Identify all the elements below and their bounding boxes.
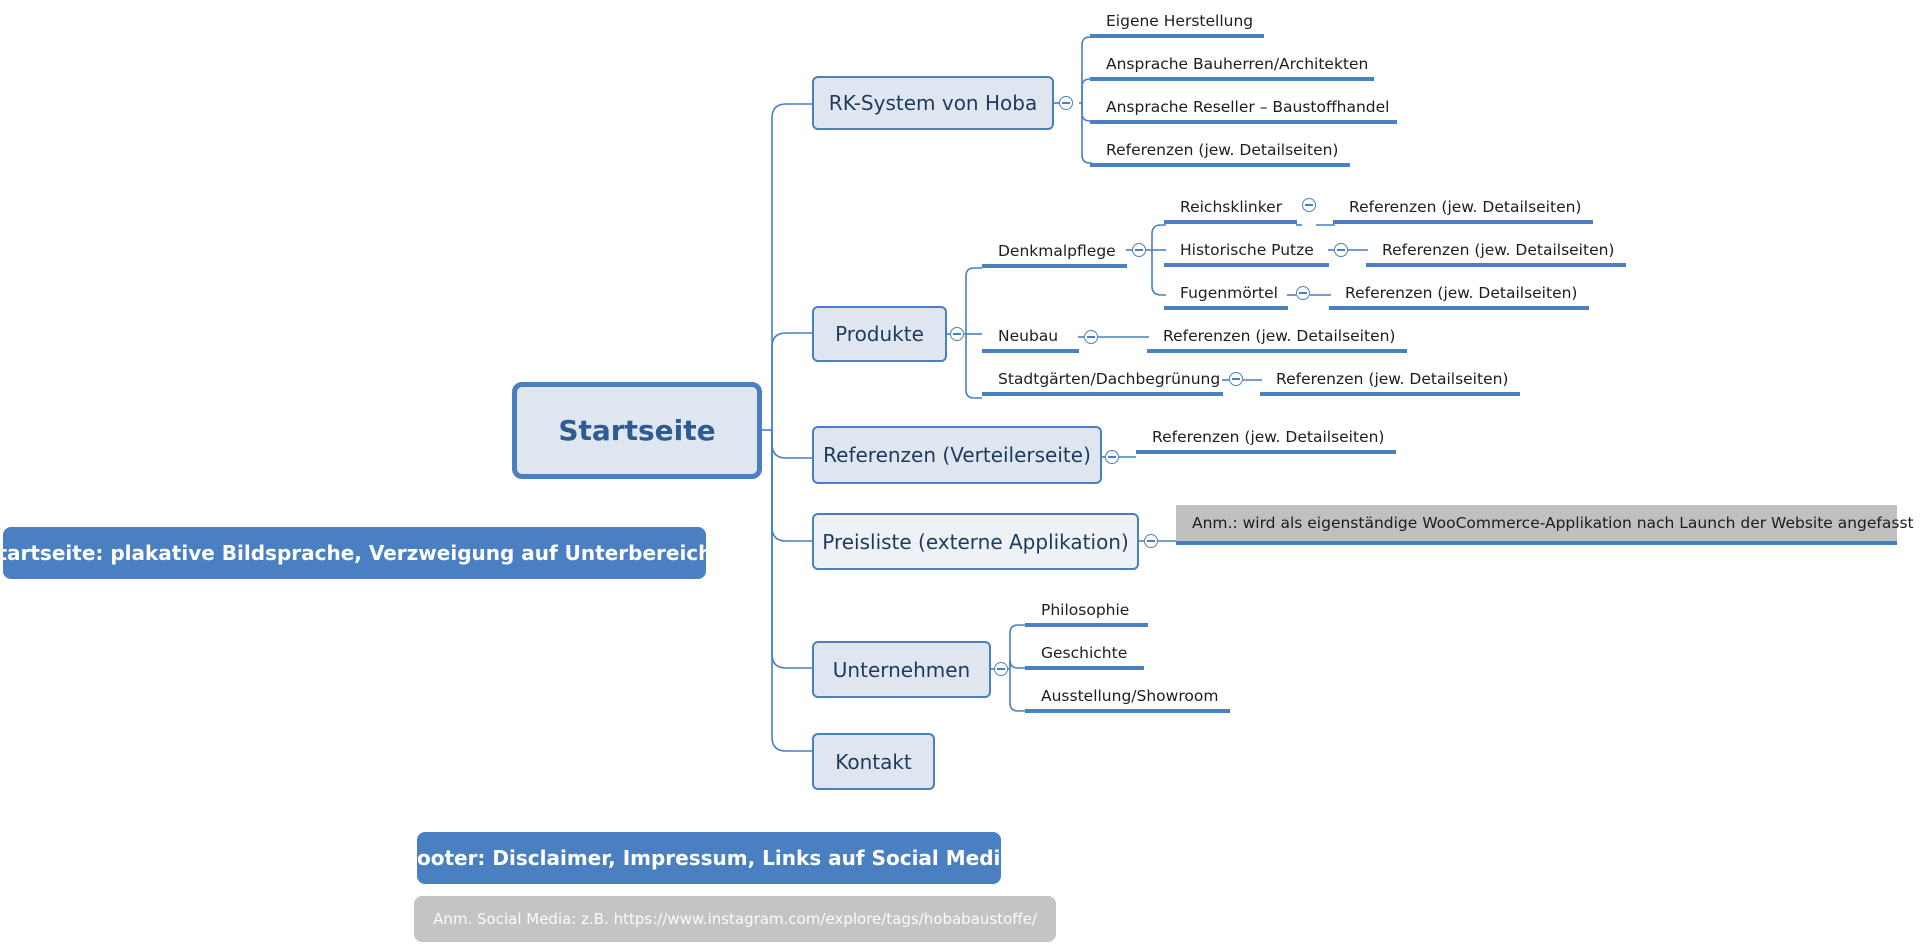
leaf-ausstellung-showroom[interactable]: Ausstellung/Showroom: [1025, 683, 1230, 713]
leaf-stadtgaerten[interactable]: Stadtgärten/Dachbegrünung: [982, 366, 1223, 396]
collapse-toggle-icon[interactable]: [1105, 450, 1119, 464]
leaf-referenzen-detail[interactable]: Referenzen (jew. Detailseiten): [1136, 424, 1396, 454]
leaf-historische-putze[interactable]: Historische Putze: [1164, 237, 1329, 267]
leaf-referenzen-detail[interactable]: Referenzen (jew. Detailseiten): [1333, 194, 1593, 224]
root-node-startseite[interactable]: Startseite: [512, 382, 762, 479]
branch-label: Referenzen (Verteilerseite): [823, 443, 1091, 467]
leaf-referenzen-detail[interactable]: Referenzen (jew. Detailseiten): [1366, 237, 1626, 267]
collapse-toggle-icon[interactable]: [1144, 534, 1158, 548]
collapse-toggle-icon[interactable]: [1084, 330, 1098, 344]
leaf-neubau[interactable]: Neubau: [982, 323, 1079, 353]
collapse-toggle-icon[interactable]: [1132, 243, 1146, 257]
collapse-toggle-icon[interactable]: [1229, 372, 1243, 386]
leaf-referenzen-detail[interactable]: Referenzen (jew. Detailseiten): [1090, 137, 1350, 167]
collapse-toggle-icon[interactable]: [994, 662, 1008, 676]
callout-footer: Footer: Disclaimer, Impressum, Links auf…: [404, 832, 1014, 884]
collapse-toggle-icon[interactable]: [1059, 96, 1073, 110]
leaf-fugenmoertel[interactable]: Fugenmörtel: [1164, 280, 1288, 310]
collapse-toggle-icon[interactable]: [1296, 286, 1310, 300]
leaf-reichsklinker[interactable]: Reichsklinker: [1164, 194, 1297, 224]
branch-label: Preisliste (externe Applikation): [822, 529, 1129, 554]
branch-preisliste[interactable]: Preisliste (externe Applikation): [812, 513, 1139, 570]
leaf-denkmalpflege[interactable]: Denkmalpflege: [982, 238, 1127, 268]
branch-unternehmen[interactable]: Unternehmen: [812, 641, 991, 698]
branch-label: RK-System von Hoba: [828, 91, 1038, 115]
branch-label: Kontakt: [835, 749, 912, 774]
leaf-philosophie[interactable]: Philosophie: [1025, 597, 1148, 627]
note-preisliste: Anm.: wird als eigenständige WooCommerce…: [1176, 505, 1914, 545]
leaf-referenzen-detail[interactable]: Referenzen (jew. Detailseiten): [1260, 366, 1520, 396]
leaf-referenzen-detail[interactable]: Referenzen (jew. Detailseiten): [1329, 280, 1589, 310]
branch-rk-system[interactable]: RK-System von Hoba: [812, 76, 1054, 130]
leaf-ansprache-reseller[interactable]: Ansprache Reseller – Baustoffhandel: [1090, 94, 1397, 124]
leaf-ansprache-bauherren[interactable]: Ansprache Bauherren/Architekten: [1090, 51, 1374, 81]
collapse-toggle-icon[interactable]: [950, 327, 964, 341]
branch-produkte[interactable]: Produkte: [812, 306, 947, 362]
leaf-geschichte[interactable]: Geschichte: [1025, 640, 1144, 670]
branch-label: Unternehmen: [832, 657, 971, 682]
branch-label: Produkte: [835, 322, 924, 346]
collapse-toggle-icon[interactable]: [1302, 198, 1316, 212]
branch-referenzen[interactable]: Referenzen (Verteilerseite): [812, 426, 1102, 484]
root-label: Startseite: [558, 414, 716, 447]
branch-kontakt[interactable]: Kontakt: [812, 733, 935, 790]
collapse-toggle-icon[interactable]: [1334, 243, 1348, 257]
leaf-eigene-herstellung[interactable]: Eigene Herstellung: [1090, 8, 1264, 38]
callout-startseite: Startseite: plakative Bildsprache, Verzw…: [0, 527, 726, 579]
leaf-referenzen-detail[interactable]: Referenzen (jew. Detailseiten): [1147, 323, 1407, 353]
callout-social-media: Anm. Social Media: z.B. https://www.inst…: [414, 896, 1056, 942]
